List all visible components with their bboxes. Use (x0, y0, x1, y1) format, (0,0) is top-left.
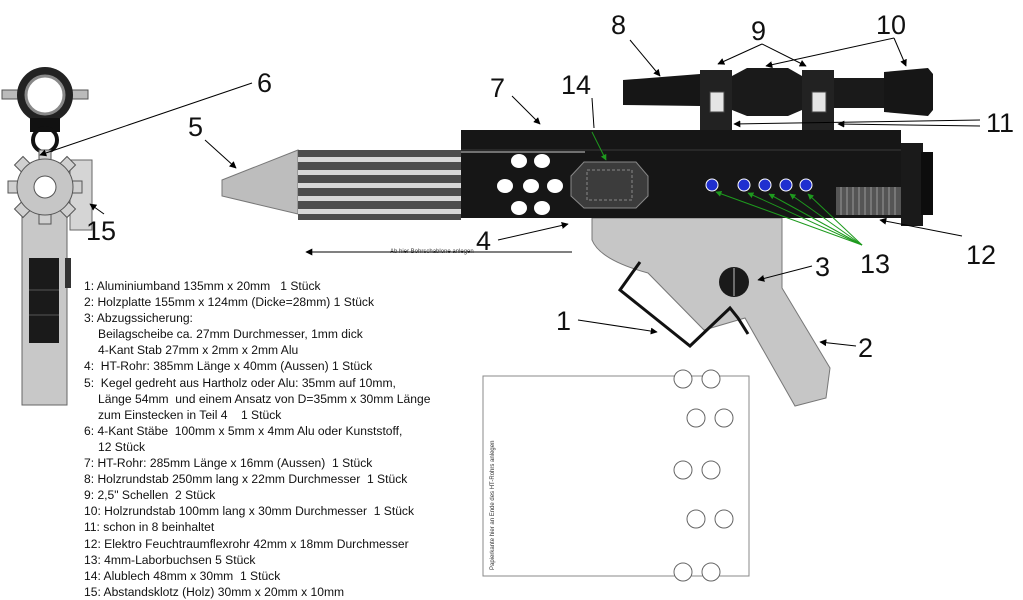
callout-numbers: 1 2 3 4 5 6 7 8 9 10 11 12 13 14 15 (86, 10, 1014, 363)
main-barrel (461, 130, 901, 218)
parts-list-item: 1: Aluminiumband 135mm x 20mm 1 Stück (84, 279, 321, 293)
callout-4: 4 (476, 226, 491, 256)
parts-list-item: 6: 4-Kant Stäbe 100mm x 5mm x 4mm Alu od… (84, 423, 403, 438)
scope-rod (623, 74, 700, 106)
grip-plate (591, 217, 831, 407)
callout-1: 1 (556, 306, 571, 336)
front-view (1, 67, 93, 406)
scope-lens-body (884, 68, 933, 116)
parts-list-item: Länge 54mm und einem Ansatz von D=35mm x… (98, 391, 431, 406)
barrel-cone (221, 149, 299, 215)
scope (623, 68, 933, 130)
callout-8: 8 (611, 10, 626, 40)
scope-clamp-body (732, 68, 802, 116)
callout-2: 2 (858, 333, 873, 363)
parts-list-item: 7: HT-Rohr: 285mm Länge x 16mm (Aussen) … (84, 456, 373, 471)
parts-list-item: zum Einstecken in Teil 4 1 Stück (98, 407, 282, 422)
parts-list-item: 4: HT-Rohr: 385mm Länge x 40mm (Aussen) … (84, 359, 373, 374)
parts-list-item: Beilagscheibe ca. 27mm Durchmesser, 1mm … (98, 327, 363, 342)
parts-list-item: 2: Holzplatte 155mm x 124mm (Dicke=28mm)… (84, 295, 375, 310)
callout-15: 15 (86, 216, 116, 246)
callout-3: 3 (815, 252, 830, 282)
parts-list-item: 14: Alublech 48mm x 30mm 1 Stück (84, 568, 281, 583)
parts-list-item: 8: Holzrundstab 250mm lang x 22mm Durchm… (84, 472, 408, 487)
callout-11: 11 (986, 108, 1014, 138)
callout-9: 9 (751, 16, 766, 46)
front-battery-slot (29, 258, 59, 343)
parts-list-item: 15: Abstandsklotz (Holz) 30mm x 20mm x 1… (84, 584, 345, 599)
rear-cap (901, 143, 923, 226)
callout-7: 7 (490, 73, 505, 103)
parts-list-item: 11: schon in 8 beinhaltet (84, 520, 215, 535)
parts-list-item: 12: Elektro Feuchtraumflexrohr 42mm x 18… (84, 536, 409, 551)
parts-list-item: 5: Kegel gedreht aus Hartholz oder Alu: … (84, 375, 396, 390)
callout-6: 6 (257, 68, 272, 98)
leader-lines (39, 37, 981, 347)
parts-list-item: 10: Holzrundstab 100mm lang x 30mm Durch… (84, 504, 415, 519)
template-edge-note: Papierkante hier an Ende des HT-Rohrs an… (490, 441, 496, 570)
side-view: Ab hier Bohrschablone anlegen (221, 68, 933, 407)
parts-list-item: 3: Abzugssicherung: (84, 311, 193, 326)
parts-list-item: 12 Stück (98, 439, 146, 454)
alu-plate (570, 161, 649, 209)
parts-list-item: 13: 4mm-Laborbuchsen 5 Stück (84, 552, 256, 567)
flex-tube (836, 187, 901, 215)
bore-template-note: Ab hier Bohrschablone anlegen (390, 249, 474, 255)
striped-barrel (298, 150, 461, 220)
callout-5: 5 (188, 112, 203, 142)
green-leaders (591, 131, 863, 246)
front-scope-ring (1, 67, 89, 154)
callout-10: 10 (876, 10, 906, 40)
front-barrel-gear (7, 149, 83, 225)
trigger-guard (617, 261, 750, 348)
callout-14: 14 (561, 70, 591, 100)
callout-12: 12 (966, 240, 996, 270)
parts-list-item: 4-Kant Stab 27mm x 2mm x 2mm Alu (98, 343, 299, 358)
lab-sockets (705, 178, 813, 192)
drill-template: Papierkante hier an Ende des HT-Rohrs an… (482, 369, 750, 582)
vent-holes (497, 154, 563, 215)
parts-list: 1: Aluminiumband 135mm x 20mm 1 Stück 2:… (84, 278, 430, 600)
callout-13: 13 (860, 249, 890, 279)
parts-list-item: 9: 2,5" Schellen 2 Stück (84, 488, 216, 503)
